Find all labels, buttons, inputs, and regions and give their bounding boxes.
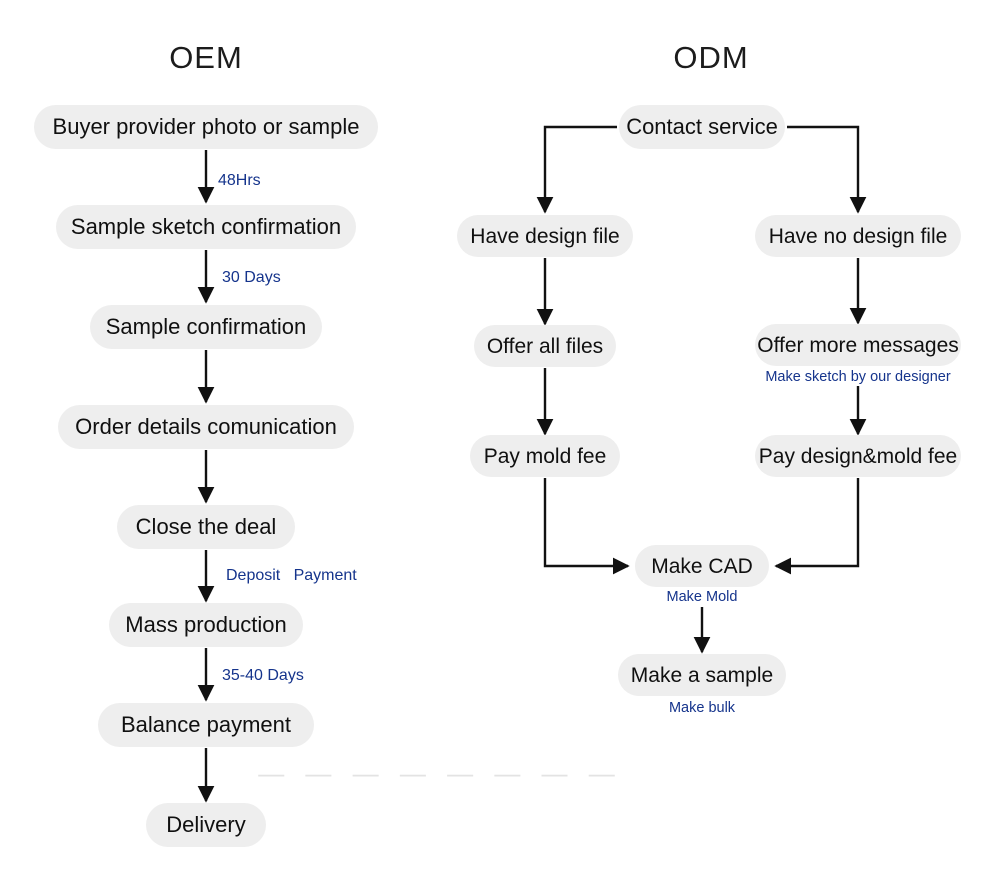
odm-node-pay-mold-fee[interactable]: Pay mold fee <box>470 435 620 477</box>
oem-edge-label-35-40-days: 35-40 Days <box>222 667 304 684</box>
oem-edge-label-30-days: 30 Days <box>222 269 281 286</box>
odm-node-make-a-sample[interactable]: Make a sample <box>618 654 786 696</box>
arrow-merge-left <box>543 478 630 575</box>
arrow-odm-branch-left <box>536 125 617 214</box>
oem-node-order-details-comunication[interactable]: Order details comunication <box>58 405 354 449</box>
arrow-odm-branch-right <box>787 125 867 214</box>
odm-edge-label-make-bulk: Make bulk <box>668 700 736 716</box>
odm-node-pay-design-and-mold-fee[interactable]: Pay design&mold fee <box>755 435 961 477</box>
oem-node-sample-sketch-confirmation[interactable]: Sample sketch confirmation <box>56 205 356 249</box>
odm-edge-label-make-sketch-by-our-designer: Make sketch by our designer <box>765 369 951 385</box>
oem-node-mass-production[interactable]: Mass production <box>109 603 303 647</box>
odm-node-offer-all-files[interactable]: Offer all files <box>474 325 616 367</box>
arrow-merge-right <box>774 478 860 575</box>
background-watermark: — — — — — — — — <box>258 758 622 788</box>
oem-node-buyer-provider-photo-or-sample[interactable]: Buyer provider photo or sample <box>34 105 378 149</box>
odm-column-title: ODM <box>673 40 749 75</box>
odm-edge-label-make-mold: Make Mold <box>666 589 738 605</box>
oem-node-sample-confirmation[interactable]: Sample confirmation <box>90 305 322 349</box>
odm-node-have-design-file[interactable]: Have design file <box>457 215 633 257</box>
oem-node-balance-payment[interactable]: Balance payment <box>98 703 314 747</box>
odm-node-have-no-design-file[interactable]: Have no design file <box>755 215 961 257</box>
odm-node-contact-service[interactable]: Contact service <box>619 105 785 149</box>
oem-edge-label-deposit-payment: Deposit Payment <box>226 567 357 584</box>
odm-node-offer-more-messages[interactable]: Offer more messages <box>755 324 961 366</box>
oem-column-title: OEM <box>169 40 243 75</box>
oem-edge-label-48hrs: 48Hrs <box>218 172 261 189</box>
oem-node-delivery[interactable]: Delivery <box>146 803 266 847</box>
oem-node-close-the-deal[interactable]: Close the deal <box>117 505 295 549</box>
odm-node-make-cad[interactable]: Make CAD <box>635 545 769 587</box>
